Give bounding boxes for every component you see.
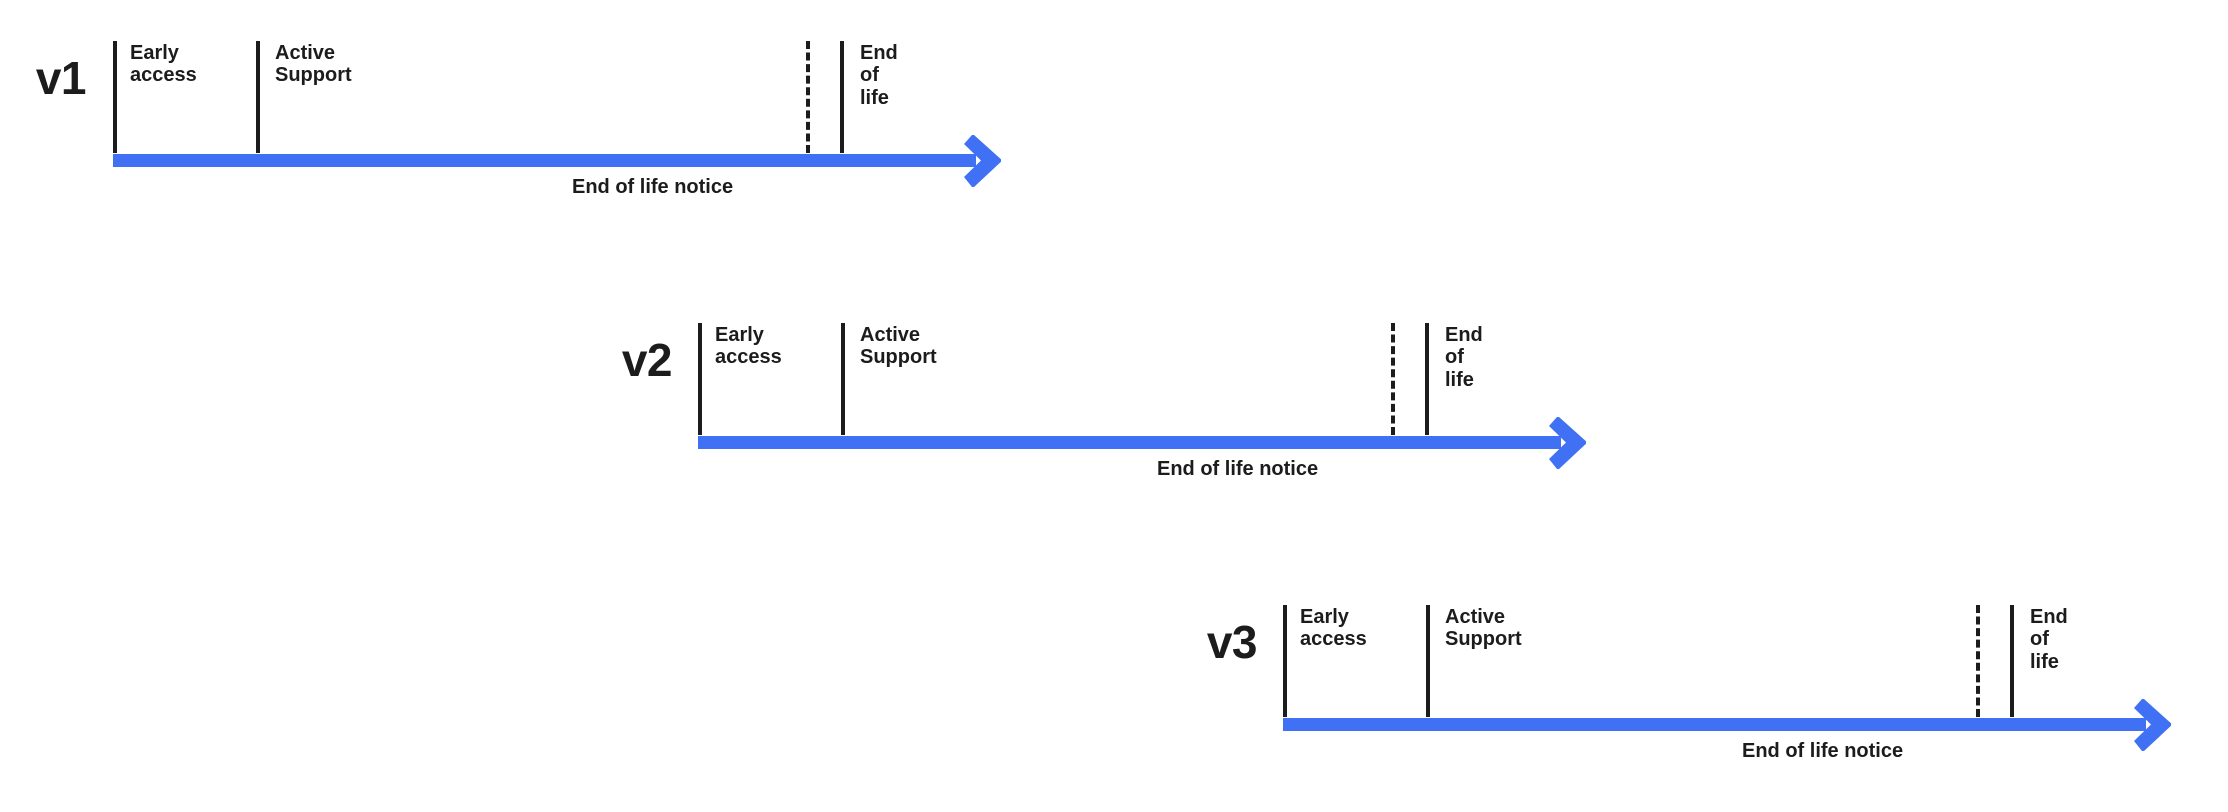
phase-label-v2-end-of-life: End of life	[1445, 324, 1483, 391]
phase-label-v1-early-access: Early access	[130, 42, 197, 87]
divider-v3-end-of-life-start	[2010, 605, 2014, 717]
divider-v3-active-support-start	[1426, 605, 1430, 717]
phase-label-v2-early-access: Early access	[715, 324, 782, 369]
phase-label-v3-end-of-life: End of life	[2030, 606, 2068, 673]
divider-v1-end-of-life-notice	[806, 41, 810, 153]
arrow-head-icon-v1	[964, 135, 1001, 187]
divider-v3-early-access-start	[1283, 605, 1287, 717]
arrow-head-icon-v3	[2134, 699, 2171, 751]
notice-label-v1: End of life notice	[572, 176, 734, 198]
phase-label-v3-early-access: Early access	[1300, 606, 1367, 651]
arrow-shaft-v1	[113, 154, 976, 167]
phase-label-v3-active-support: Active Support	[1445, 606, 1522, 651]
phase-label-v2-active-support: Active Support	[860, 324, 937, 369]
version-label-v1: v1	[35, 52, 87, 104]
arrow-shaft-v3	[1283, 718, 2146, 731]
divider-v1-active-support-start	[256, 41, 260, 153]
divider-v2-end-of-life-start	[1425, 323, 1429, 435]
divider-v2-active-support-start	[841, 323, 845, 435]
phase-label-v1-end-of-life: End of life	[860, 42, 898, 109]
divider-v1-early-access-start	[113, 41, 117, 153]
notice-label-v3: End of life notice	[1742, 740, 1904, 762]
arrow-head-icon-v2	[1549, 417, 1586, 469]
phase-label-v1-active-support: Active Support	[275, 42, 352, 87]
version-label-v3: v3	[1206, 616, 1258, 668]
divider-v1-end-of-life-start	[840, 41, 844, 153]
notice-label-v2: End of life notice	[1157, 458, 1319, 480]
version-label-v2: v2	[621, 334, 673, 386]
arrow-shaft-v2	[698, 436, 1561, 449]
divider-v2-end-of-life-notice	[1391, 323, 1395, 435]
divider-v2-early-access-start	[698, 323, 702, 435]
divider-v3-end-of-life-notice	[1976, 605, 1980, 717]
